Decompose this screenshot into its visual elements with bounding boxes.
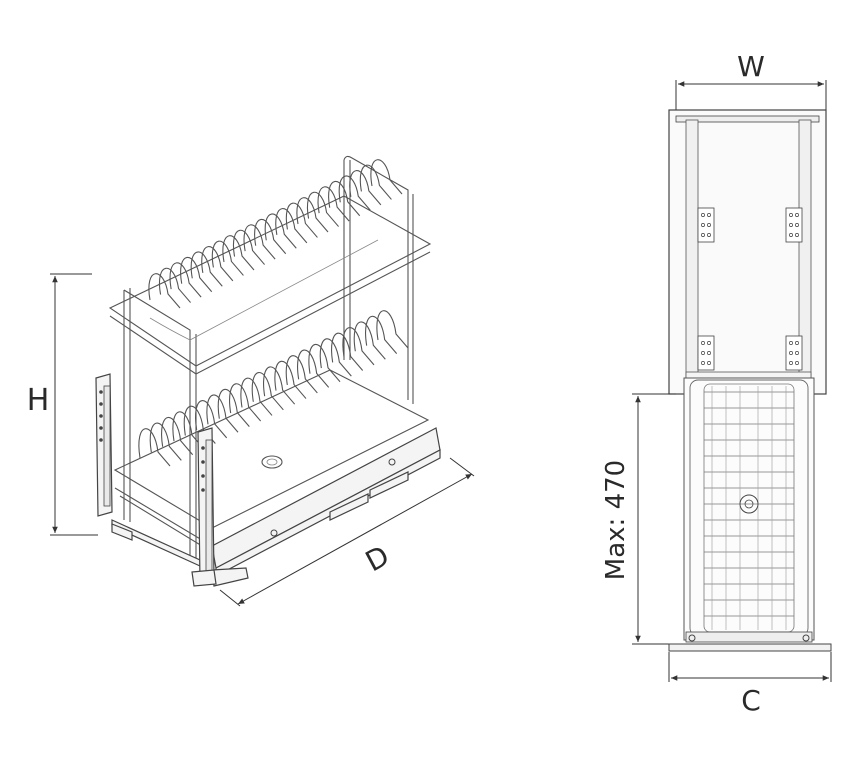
height-label: H (27, 383, 50, 418)
max-extension-dimension: Max: 470 (601, 393, 676, 645)
depth-label: D (360, 539, 395, 578)
front-bracket-left (95, 373, 113, 517)
isometric-view: H D (27, 155, 475, 607)
extended-basket (683, 377, 815, 643)
top-view: W Max: 470 (601, 50, 832, 717)
lower-basket (113, 310, 430, 570)
height-dimension: H (27, 273, 98, 536)
clearance-dimension: C (668, 652, 832, 717)
width-label: W (737, 50, 765, 83)
clearance-label: C (741, 684, 761, 717)
slide-runner (111, 427, 441, 587)
max-extension-label: Max: 470 (601, 460, 631, 580)
width-dimension: W (675, 50, 827, 110)
cabinet-frame (668, 109, 827, 395)
front-bracket-right (191, 427, 217, 587)
front-panel (668, 643, 832, 652)
upper-rack (108, 159, 432, 562)
back-frame (343, 155, 414, 404)
